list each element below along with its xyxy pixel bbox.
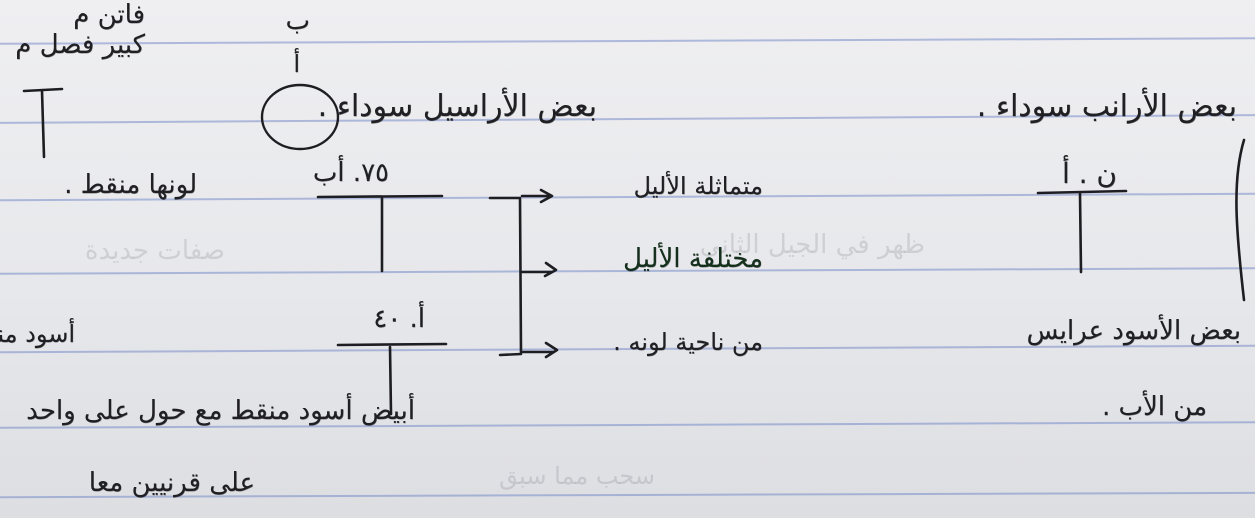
cross-stem-line [388,345,393,416]
circle-mark [260,83,340,151]
cross-label: أ. ٤٠ [373,304,425,334]
corner-note: فاتن م [73,0,145,30]
cross-bar-line [336,342,448,347]
margin-bracket-line [1235,138,1246,302]
bottom-note: أبيض أسود منقط مع حول على واحد [26,396,415,426]
arrow-stem-line [40,89,46,159]
arrow-right [520,188,554,204]
corner-note: كبير فصل م [15,30,145,60]
right-note: بعض الأسود عرايس [1026,316,1241,346]
right-note: من الأب . [1101,392,1207,422]
heading-note: بعض الأرانب سوداء . [976,89,1237,124]
cross-label: ن . أ [1061,157,1117,190]
faint-bleed-text: صفات جديدة [84,236,225,266]
cross-label: ٧٥. أب [312,158,389,188]
arrow-right [521,341,559,359]
heading-note: بعض الأراسيل سوداء . [317,89,597,124]
cross-stem-line [1078,192,1083,274]
cross-bar-line [316,194,444,199]
top-mark: ب [285,6,310,36]
bottom-note: على قرنيين معا [88,468,255,498]
branch-note: متماثلة الأليل [633,172,764,200]
faint-bleed-text: سحب مما سبق [499,462,655,490]
cross-bar-line [1036,189,1128,195]
branch-note: من ناحية لونه . [613,328,763,356]
arrow-right [520,261,558,278]
lower-note: أسود منقط ب . [0,320,75,348]
bracket-line [488,196,523,357]
faint-bleed-text: ظهر في الجيل الثاني [699,230,925,260]
branch-note: مختلفة الأليل [622,244,763,274]
arrow-bar-line [22,87,64,93]
phenotype-note: لونها منقط . [64,170,197,200]
letter-mark: أ [293,50,300,78]
